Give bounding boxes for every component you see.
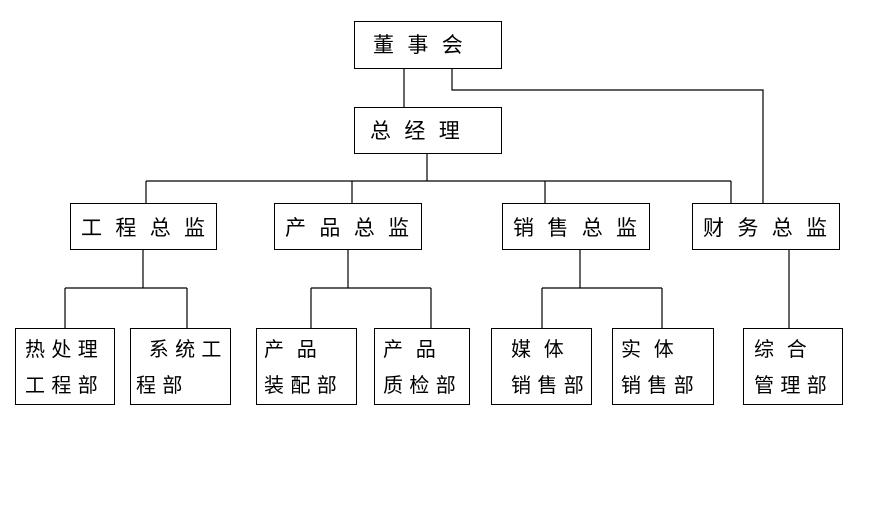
general-mgmt-line1: 综 合 [754,337,807,361]
product-director-box: 产 品 总 监 [274,203,422,250]
board-label: 董 事 会 [373,33,463,57]
retail-sales-line1: 实 体 [621,337,674,361]
ceo-box: 总 经 理 [354,107,502,154]
finance-director-box: 财 务 总 监 [692,203,840,250]
qc-line2: 质 检 部 [383,373,456,397]
media-sales-dept-box: 媒 体 销 售 部 [491,328,592,405]
assembly-line1: 产 品 [264,337,317,361]
finance-director-label: 财 务 总 监 [703,216,828,240]
media-sales-line2: 销 售 部 [511,373,584,397]
general-mgmt-dept-box: 综 合 管 理 部 [743,328,843,405]
sales-director-box: 销 售 总 监 [502,203,650,250]
media-sales-line1: 媒 体 [511,337,564,361]
retail-sales-dept-box: 实 体 销 售 部 [612,328,714,405]
retail-sales-line2: 销 售 部 [621,373,694,397]
ceo-label: 总 经 理 [370,119,460,143]
engineering-director-box: 工 程 总 监 [70,203,217,250]
systems-line2: 程 部 [136,373,183,397]
systems-line1: 系 统 工 [136,337,222,361]
general-mgmt-line2: 管 理 部 [754,373,827,397]
sales-director-label: 销 售 总 监 [513,216,638,240]
heat-treatment-line1: 热 处 理 [25,337,98,361]
assembly-line2: 装 配 部 [264,373,337,397]
board-box: 董 事 会 [354,21,502,69]
heat-treatment-line2: 工 程 部 [25,373,98,397]
qc-dept-box: 产 品 质 检 部 [374,328,470,405]
product-director-label: 产 品 总 监 [285,216,410,240]
assembly-dept-box: 产 品 装 配 部 [256,328,357,405]
heat-treatment-dept-box: 热 处 理 工 程 部 [15,328,115,405]
systems-dept-box: 系 统 工 程 部 [130,328,231,405]
qc-line1: 产 品 [383,337,436,361]
engineering-director-label: 工 程 总 监 [81,216,206,240]
line-board-finance [451,69,764,203]
